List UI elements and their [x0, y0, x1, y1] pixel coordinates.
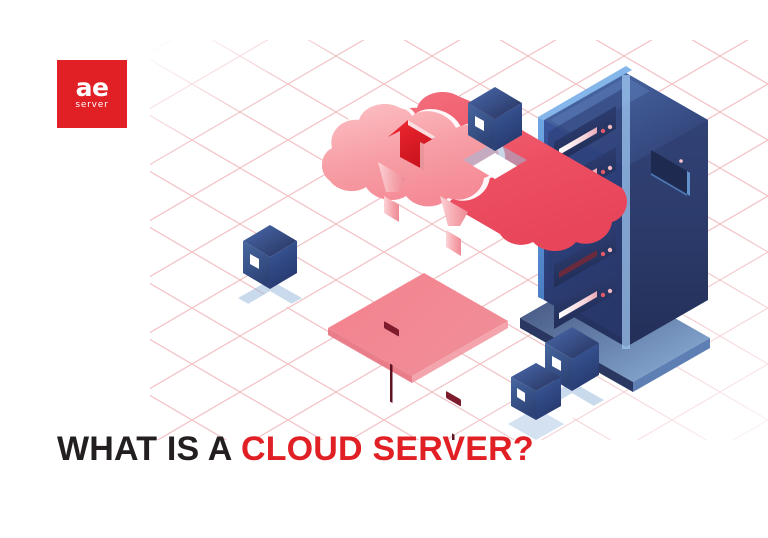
- cloud-shape: [321, 92, 627, 251]
- page-title: WHAT IS A CLOUD SERVER?: [57, 430, 534, 469]
- node-cube-top-right: [463, 87, 527, 179]
- ae-server-logo[interactable]: ae server: [57, 60, 127, 128]
- status-indicator-panel: [651, 150, 690, 196]
- upload-arrow-icon: [388, 120, 436, 170]
- logo-primary-text: ae: [75, 73, 109, 102]
- rack-slot: [554, 270, 616, 329]
- node-cube-left: [238, 225, 302, 317]
- rack-slot: [554, 229, 616, 288]
- isometric-cloud-server-illustration: [238, 66, 710, 440]
- cloud-connector-pin-right: [440, 196, 468, 440]
- logo-secondary-text: server: [75, 100, 109, 110]
- node-cube-under-server: [508, 363, 564, 440]
- rack-slot: [554, 106, 616, 165]
- page-title-dark-part: WHAT IS A: [57, 430, 241, 468]
- pink-platform-strip: [328, 273, 508, 383]
- cloud-connector-pin-left: [378, 162, 406, 404]
- node-cube-bottom-right: [540, 327, 604, 419]
- page-title-red-part: CLOUD SERVER?: [240, 430, 534, 468]
